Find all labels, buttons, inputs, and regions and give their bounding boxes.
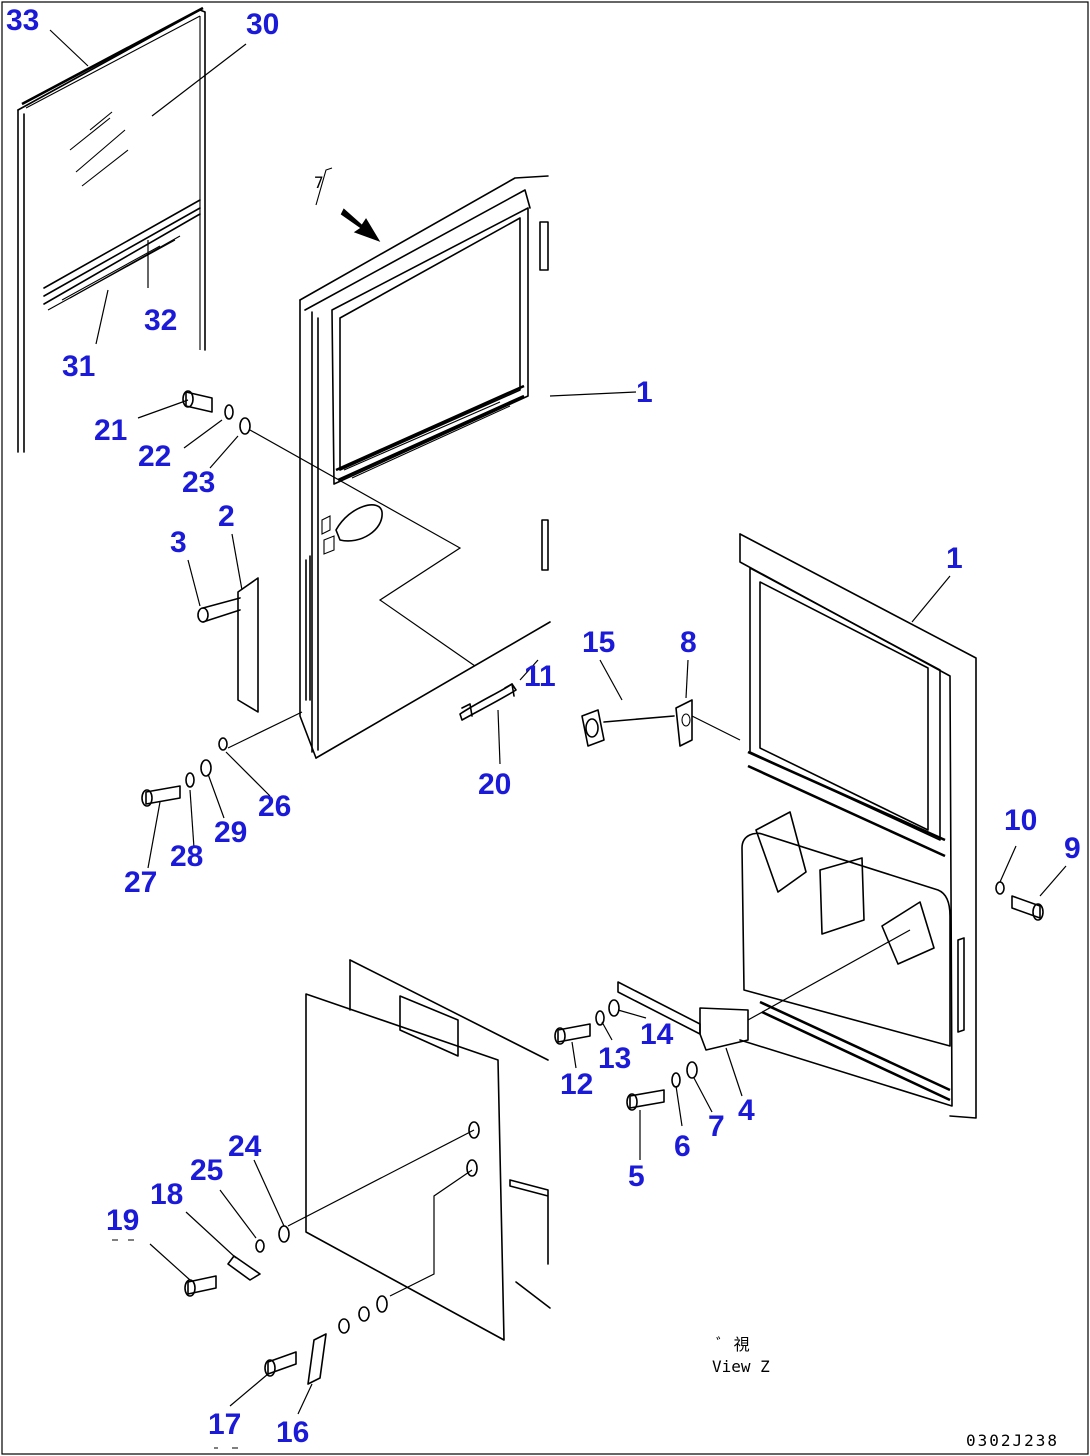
label-31: 31 [62, 350, 95, 383]
label-11: 11 [524, 660, 556, 693]
label-32: 32 [144, 304, 177, 337]
window-glass-assembly [17, 6, 206, 453]
label-10: 10 [1004, 804, 1037, 837]
label-26: 26 [258, 790, 291, 823]
door-front-view [299, 175, 551, 759]
label-20: 20 [478, 768, 511, 801]
label-4: 4 [738, 1094, 755, 1127]
view-caption-mark: ﾞ 視 [716, 1335, 750, 1354]
bracket-2 [197, 577, 259, 713]
label-5: 5 [628, 1160, 645, 1193]
view-ref-mark: 7 [314, 173, 324, 192]
label-21: 21 [94, 414, 127, 447]
leader-lines [49, 29, 1067, 1415]
label-3: 3 [170, 526, 187, 559]
label-17: 17 [208, 1408, 241, 1441]
label-7: 7 [708, 1110, 725, 1143]
label-16: 16 [276, 1416, 309, 1449]
lower-cover-panel [287, 959, 551, 1341]
label-15: 15 [582, 626, 615, 659]
label-6: 6 [674, 1130, 691, 1163]
label-8: 8 [680, 626, 697, 659]
hinge-4 [554, 929, 911, 1111]
lock-15-8 [581, 699, 741, 747]
label-23: 23 [182, 466, 215, 499]
label-27: 27 [124, 866, 157, 899]
bolt-9-group [995, 881, 1044, 921]
label-19: 19 [106, 1204, 139, 1237]
label-2: 2 [218, 500, 235, 533]
handle-20 [459, 683, 517, 721]
drawing-number: 0302J238 [966, 1431, 1059, 1450]
bolt-19-group [184, 1225, 290, 1297]
door-rear-view [739, 533, 977, 1119]
label-1-rear: 1 [946, 542, 963, 575]
label-22: 22 [138, 440, 171, 473]
label-12: 12 [560, 1068, 593, 1101]
label-28: 28 [170, 840, 203, 873]
part-number-labels: 33 30 32 31 1 21 22 23 2 3 1 15 8 11 20 … [6, 4, 1081, 1449]
label-29: 29 [214, 816, 247, 849]
bolt-17-group [264, 1295, 388, 1385]
label-24: 24 [228, 1130, 262, 1163]
label-30: 30 [246, 8, 279, 41]
bolt-27-group [141, 711, 303, 807]
label-25: 25 [190, 1154, 223, 1187]
label-1-front: 1 [636, 376, 653, 409]
label-33: 33 [6, 4, 39, 37]
label-9: 9 [1064, 832, 1081, 865]
view-arrow [340, 208, 381, 242]
label-13: 13 [598, 1042, 631, 1075]
label-14: 14 [640, 1018, 674, 1051]
label-18: 18 [150, 1178, 183, 1211]
view-caption: View Z [712, 1357, 770, 1376]
